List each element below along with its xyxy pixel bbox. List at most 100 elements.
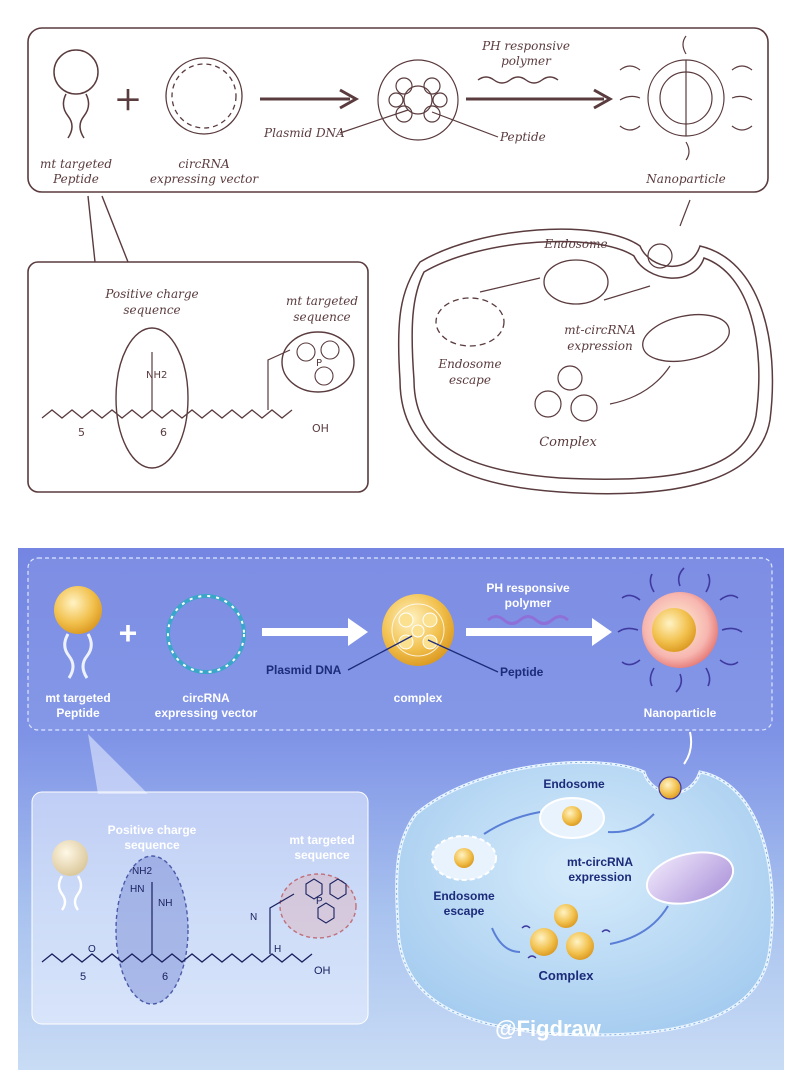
sketch-nanoparticle-icon [619,35,753,161]
render-callout-pointer [88,734,148,794]
sketch-endosome [543,259,609,305]
render-canvas: mt targeted Peptide + circRNA expressing… [27,557,774,1041]
sketch-plasmid-label: Plasmid DNA [263,126,345,140]
render-escape-cargo [454,848,474,868]
render-chem-p: P [316,896,323,907]
sketch-callout-pointer [87,195,129,263]
render-polymer-squiggle [487,615,569,625]
render-chem-oh: OH [314,965,331,977]
render-entry-to-endosome-arrow [607,813,655,834]
render-chem-n: N [250,912,257,923]
render-chem-nh2: NH2 [132,866,152,877]
render-peptide-label-1: mt targeted [45,691,110,705]
sketch-circrna-icon [165,57,243,135]
sketch-endosome-arrow [479,277,541,293]
sketch-canvas: mt targeted Peptide + circRNA expressing… [27,27,774,495]
render-plus-sign: + [119,615,138,651]
sketch-polymer-label-1: PH responsive [481,39,570,53]
sketch-peptide-chain [41,409,293,419]
sketch-panel: mt targeted Peptide + circRNA expressing… [0,0,800,520]
render-complex-center-label: complex [394,691,443,705]
sketch-positive-ellipse [115,327,189,469]
render-polymer-label-1: PH responsive [486,581,570,595]
sketch-chem-oh: OH [312,422,329,435]
render-plasmid-pointer [347,635,413,671]
render-chem-hn: HN [130,884,144,895]
sketch-plasmid-pointer [339,109,409,134]
sketch-peptide-label-1: mt targeted [40,157,112,171]
render-panel: mt targeted Peptide + circRNA expressing… [18,548,784,1070]
sketch-nanoparticle-label: Nanoparticle [645,172,726,186]
sketch-chem-frame [27,261,369,493]
sketch-polymer-label-2: polymer [501,54,552,68]
render-entry-arrow [683,731,693,765]
render-peptide-chain [41,953,313,963]
sketch-entry-arrow [679,199,691,227]
render-mt-seq-1: mt targeted [289,833,354,847]
sketch-polymer-squiggle [477,76,559,84]
render-chem-nh: NH [158,898,172,909]
render-positive-charge-2: sequence [124,838,180,852]
sketch-mt-seq-2: sequence [293,310,350,324]
render-circrna-icon [166,594,246,674]
render-complex-cluster [521,904,611,960]
render-nanoparticle-label: Nanoparticle [644,706,717,720]
sketch-complex-label: Complex [539,435,597,450]
render-lys-sidechain [269,893,295,954]
sketch-plus-sign: + [114,79,143,119]
sketch-endosome-escape [435,297,505,347]
render-chem-o: O [88,944,96,955]
sketch-lys-sidechain [267,349,291,410]
render-mt-seq-2: sequence [294,848,350,862]
render-expression-arrow [609,905,669,945]
render-peptide-pointer-line [427,639,499,673]
render-escape-label-2: escape [444,904,485,918]
sketch-expression-label-1: mt-circRNA [564,323,636,337]
sketch-phenyl-rings [296,340,340,386]
render-mt-ellipse [279,873,357,939]
sketch-chem-5: 5 [78,426,85,439]
sketch-complex-icon [377,59,459,141]
render-endosome-cargo [562,806,582,826]
sketch-endosome-label: Endosome [543,237,607,251]
render-polymer-label-2: polymer [505,596,552,610]
sketch-mitochondrion [642,313,730,363]
sketch-mt-seq-1: mt targeted [286,294,358,308]
render-escape-label-1: Endosome [433,889,495,903]
render-phenyl-rings [305,878,347,924]
render-vector-label-1: circRNA [182,691,230,705]
render-chem-balloon [52,840,88,911]
sketch-expression-label-2: expression [567,339,633,353]
sketch-top-frame [27,27,769,193]
sketch-arrow-2 [466,88,614,110]
render-peptide-label-2: Peptide [56,706,100,720]
sketch-escape-label-1: Endosome [437,357,501,371]
sketch-expression-arrow [609,365,671,405]
render-entry-particle [658,776,682,800]
render-complex-label: Complex [539,968,595,983]
sketch-vector-label-2: expressing vector [150,172,259,186]
sketch-chem-nh2: NH2 [146,370,167,381]
sketch-escape-label-2: escape [449,373,491,387]
sketch-arrow-1 [260,88,360,110]
sketch-peptide-pointer-line [431,111,499,138]
render-nanoparticle-icon [617,567,743,693]
sketch-cell [397,228,774,495]
sketch-peptide-pointer-label: Peptide [499,130,546,144]
render-endosome-arrow [483,811,541,835]
render-expression-label-2: expression [568,870,631,884]
sketch-chem-6: 6 [160,426,167,439]
sketch-mt-ellipse [281,331,355,393]
render-endosome-label: Endosome [543,777,605,791]
sketch-chem-p: P [316,358,322,369]
sketch-positive-charge-1: Positive charge [104,287,198,301]
render-vector-label-2: expressing vector [155,706,258,720]
watermark-text: @Figdraw [495,1016,602,1041]
render-arrow-2 [466,618,612,646]
render-chem-6: 6 [162,971,168,983]
render-peptide-pointer-label: Peptide [500,665,544,679]
sketch-peptide-icon [53,49,99,139]
render-escape-to-complex-arrow [491,927,521,953]
render-expression-label-1: mt-circRNA [567,855,633,869]
render-complex-icon [382,594,454,666]
